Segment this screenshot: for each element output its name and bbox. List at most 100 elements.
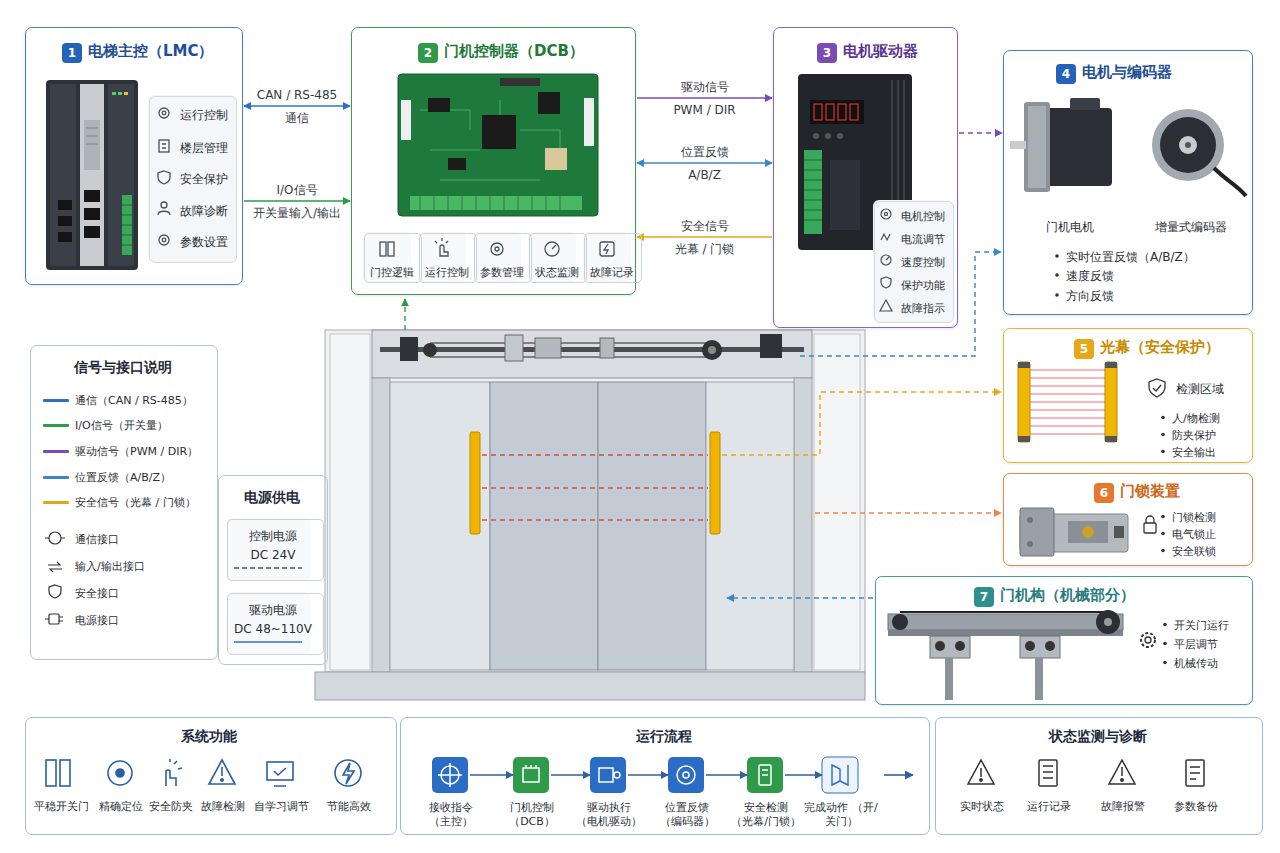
leader-line — [404, 299, 405, 330]
item-label: 故障检测 — [191, 799, 255, 814]
item-label: 状态监测 — [533, 265, 581, 280]
function-list: 运行控制楼层管理安全保护故障诊断参数设置 — [149, 96, 237, 263]
light-curtain-image — [1149, 379, 1165, 397]
legend-icon — [45, 617, 63, 621]
item-label: 速度反馈 — [1066, 268, 1114, 284]
function-icon — [46, 759, 361, 786]
signal-connector — [470, 774, 513, 776]
callout-number: 7 — [974, 587, 994, 607]
flow-step-icon — [432, 757, 913, 793]
status-icon — [1109, 760, 1135, 784]
item-label: 增量式编码器 — [1136, 219, 1246, 235]
door-lock-image — [1020, 508, 1165, 556]
controller-image — [84, 208, 100, 220]
door-mechanism-image — [1145, 637, 1151, 643]
elevator-door-illustration — [710, 432, 720, 534]
item-label: 运行控制 — [423, 265, 471, 280]
motor-encoder-image — [1024, 102, 1050, 192]
item-label: 门锁检测 — [1172, 510, 1216, 525]
elevator-door-illustration — [380, 347, 804, 352]
flow-step-icon — [432, 757, 468, 793]
flow-step-icon — [832, 765, 848, 785]
door-mechanism-image — [892, 614, 908, 630]
pcb-image — [545, 148, 567, 170]
item-label: 机械传动 — [1174, 656, 1218, 671]
status-icon — [1186, 760, 1204, 786]
function-icon — [116, 769, 124, 777]
door-lock-panel: 6门锁装置门锁检测电气锁止安全联锁 — [1003, 473, 1253, 566]
panel-title: 运行流程 — [404, 727, 924, 745]
motor-encoder-image — [1179, 136, 1197, 154]
drive-image — [838, 104, 846, 120]
item-label: 实时位置反馈（A/B/Z） — [1066, 249, 1195, 265]
elevator-door-illustration — [482, 455, 708, 520]
legend-icon — [45, 532, 65, 624]
item-label: 实时状态 — [950, 799, 1014, 814]
pcb-image — [401, 100, 411, 140]
legend-icon — [49, 532, 61, 544]
status-icon — [1121, 779, 1123, 781]
light-curtain-image — [1018, 362, 1165, 453]
door-mechanism-image — [1025, 641, 1035, 651]
controller-panel: 2门机控制器（DCB）门控逻辑运行控制参数管理状态监测故障记录 — [351, 27, 636, 295]
pcb-image — [428, 98, 450, 112]
list-icon — [158, 108, 170, 245]
item-label: 驱动执行 （电机驱动） — [567, 801, 651, 829]
function-icon — [380, 242, 386, 256]
door-mechanism-image — [935, 641, 945, 651]
door-mechanism-image — [955, 641, 965, 651]
door-mechanism-image — [1096, 610, 1120, 634]
signal-label: 驱动信号 — [679, 79, 731, 95]
legend-text: 电源接口 — [75, 613, 119, 628]
list-icon — [159, 108, 169, 118]
door-mechanism-image — [1163, 661, 1167, 665]
item-label: 运行记录 — [1017, 799, 1081, 814]
item-label: 安全输出 — [1172, 445, 1216, 460]
item-label: 门控逻辑 — [368, 265, 416, 280]
function-icon — [380, 238, 614, 256]
status-icon — [1039, 760, 1057, 786]
door-mechanism-image — [888, 630, 1123, 636]
signal-connector — [637, 97, 772, 99]
list-icon — [162, 111, 166, 115]
item-label: 运行控制 — [180, 107, 228, 123]
signal-label: PWM / DIR — [671, 102, 737, 118]
controller-image — [84, 226, 100, 238]
elevator-door-illustration — [505, 335, 523, 361]
controller-image — [122, 225, 132, 226]
motor-encoder-image — [1055, 254, 1059, 258]
flow-step: 驱动执行 （电机驱动） — [591, 758, 627, 794]
elevator-door-illustration — [760, 334, 782, 358]
door-lock-image — [1114, 526, 1124, 538]
flow-step-icon — [526, 765, 536, 768]
item-label: 安全检测 （光幕/门锁） — [724, 801, 808, 829]
function-icon — [435, 238, 448, 243]
elevator-door-illustration — [325, 330, 865, 672]
flow-step-icon — [590, 757, 626, 793]
function-icon — [881, 234, 890, 240]
summary-panel: 状态监测与诊断实时状态运行记录故障报警参数备份 — [935, 717, 1263, 835]
leader-line — [800, 252, 1001, 356]
controller-image — [58, 200, 72, 210]
flow-step-icon — [438, 763, 462, 787]
flow-step-icon — [438, 763, 771, 787]
panel-title: 系统功能 — [29, 727, 389, 745]
door-lock-image — [1027, 517, 1033, 523]
controller-image — [108, 84, 134, 266]
light-curtain-panel: 5光幕（安全保护）检测区域人/物检测防夹保护安全输出 — [1003, 328, 1253, 463]
item-label: 参数备份 — [1164, 799, 1228, 814]
item-label: 完成动作 （开/关门） — [799, 801, 883, 829]
item-label: 安全防夹 — [139, 799, 203, 814]
elevator-door-illustration — [315, 330, 865, 700]
door-lock-image — [1161, 515, 1165, 519]
door-lock-image — [1161, 549, 1165, 553]
light-curtain-image — [1018, 362, 1030, 442]
leader-line — [722, 392, 1001, 455]
controller-image — [112, 92, 116, 95]
controller-image — [122, 245, 132, 246]
list-icon — [159, 235, 169, 245]
item-label: 接收指令 （主控） — [409, 801, 493, 829]
controller-image — [124, 92, 128, 95]
